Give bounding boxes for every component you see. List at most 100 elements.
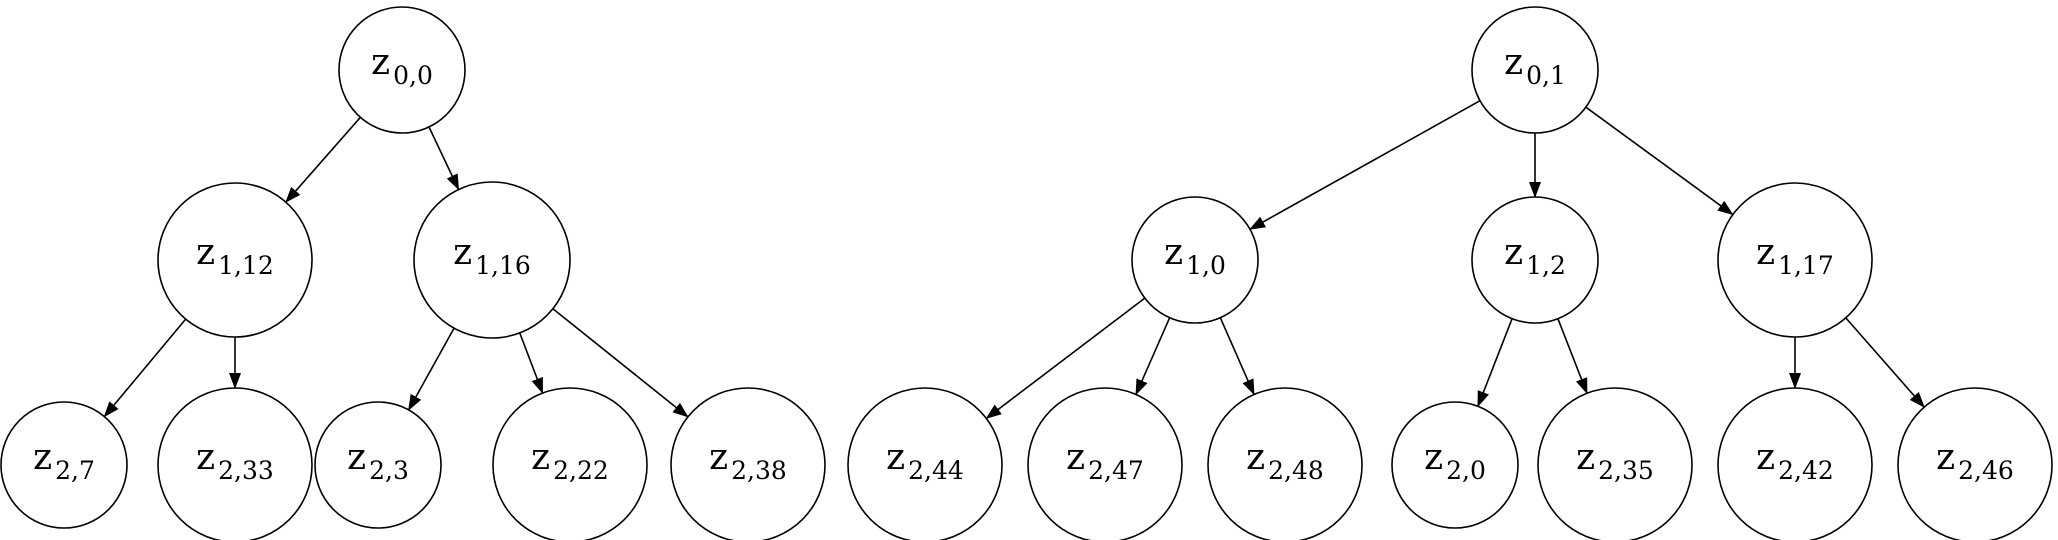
node-label-subscript: 0,0 <box>393 61 433 90</box>
node-label-base: z <box>1756 437 1775 478</box>
node-circle <box>1897 387 2053 540</box>
node-label-base: z <box>33 437 52 478</box>
node-label-subscript: 2,47 <box>1088 456 1144 485</box>
node-label-subscript: 2,7 <box>55 456 95 485</box>
edge-z1_2-to-z2_35 <box>1557 318 1588 395</box>
node-label-base: z <box>347 437 366 478</box>
edge-z1_16-to-z2_22 <box>518 332 544 394</box>
node-label-base: z <box>1424 437 1443 478</box>
node-label-base: z <box>1756 232 1775 273</box>
node-label-base: z <box>1504 232 1523 273</box>
node-label-base: z <box>1936 437 1955 478</box>
node-circle <box>338 6 466 134</box>
node-label-subscript: 1,17 <box>1778 251 1834 280</box>
node-circle <box>492 387 648 540</box>
node-label-subscript: 2,22 <box>553 456 609 485</box>
node-circle <box>314 401 442 529</box>
node-label-subscript: 2,38 <box>731 456 787 485</box>
node-label-subscript: 2,48 <box>1268 456 1324 485</box>
node-circle <box>1471 6 1599 134</box>
node-label-subscript: 2,33 <box>218 456 274 485</box>
node-label-base: z <box>196 437 215 478</box>
node-label-base: z <box>1164 232 1183 273</box>
node-circle <box>1537 387 1693 540</box>
node-circle <box>157 387 313 540</box>
edge-z1_0-to-z2_47 <box>1135 317 1171 396</box>
node-label-subscript: 2,35 <box>1598 456 1654 485</box>
node-label-subscript: 2,44 <box>908 456 964 485</box>
edge-z0_1-to-z1_17 <box>1585 106 1734 216</box>
node-circle <box>1717 387 1873 540</box>
node-label-subscript: 2,42 <box>1778 456 1834 485</box>
node-circle <box>1471 196 1599 324</box>
edge-z0_1-to-z1_0 <box>1249 100 1481 230</box>
node-label-base: z <box>196 232 215 273</box>
node-label-base: z <box>531 437 550 478</box>
node-circle <box>0 401 128 529</box>
edge-z1_16-to-z2_3 <box>407 327 455 411</box>
edge-z1_0-to-z2_44 <box>985 297 1146 420</box>
edges-layer <box>103 100 1925 420</box>
node-label-base: z <box>1066 437 1085 478</box>
edge-z1_16-to-z2_38 <box>552 308 689 418</box>
node-circle <box>1717 182 1873 338</box>
edge-z1_2-to-z2_0 <box>1477 318 1513 408</box>
node-circle <box>1027 387 1183 540</box>
node-circle <box>1131 196 1259 324</box>
node-label-base: z <box>886 437 905 478</box>
node-label-subscript: 1,0 <box>1186 251 1226 280</box>
node-label-base: z <box>1246 437 1265 478</box>
node-label-subscript: 2,3 <box>369 456 409 485</box>
node-label-subscript: 2,46 <box>1958 456 2014 485</box>
node-label-subscript: 0,1 <box>1526 61 1566 90</box>
node-circle <box>847 387 1003 540</box>
node-circle <box>670 387 826 540</box>
edge-z1_0-to-z2_48 <box>1219 317 1255 396</box>
node-label-base: z <box>1576 437 1595 478</box>
edge-z1_12-to-z2_7 <box>103 318 187 418</box>
node-label-base: z <box>453 232 472 273</box>
node-label-base: z <box>371 42 390 83</box>
node-circle <box>413 181 571 339</box>
node-label-subscript: 2,0 <box>1446 456 1486 485</box>
node-label-subscript: 1,12 <box>218 251 274 280</box>
edge-z0_0-to-z1_12 <box>285 116 362 203</box>
node-label-base: z <box>709 437 728 478</box>
node-circle <box>1391 401 1519 529</box>
